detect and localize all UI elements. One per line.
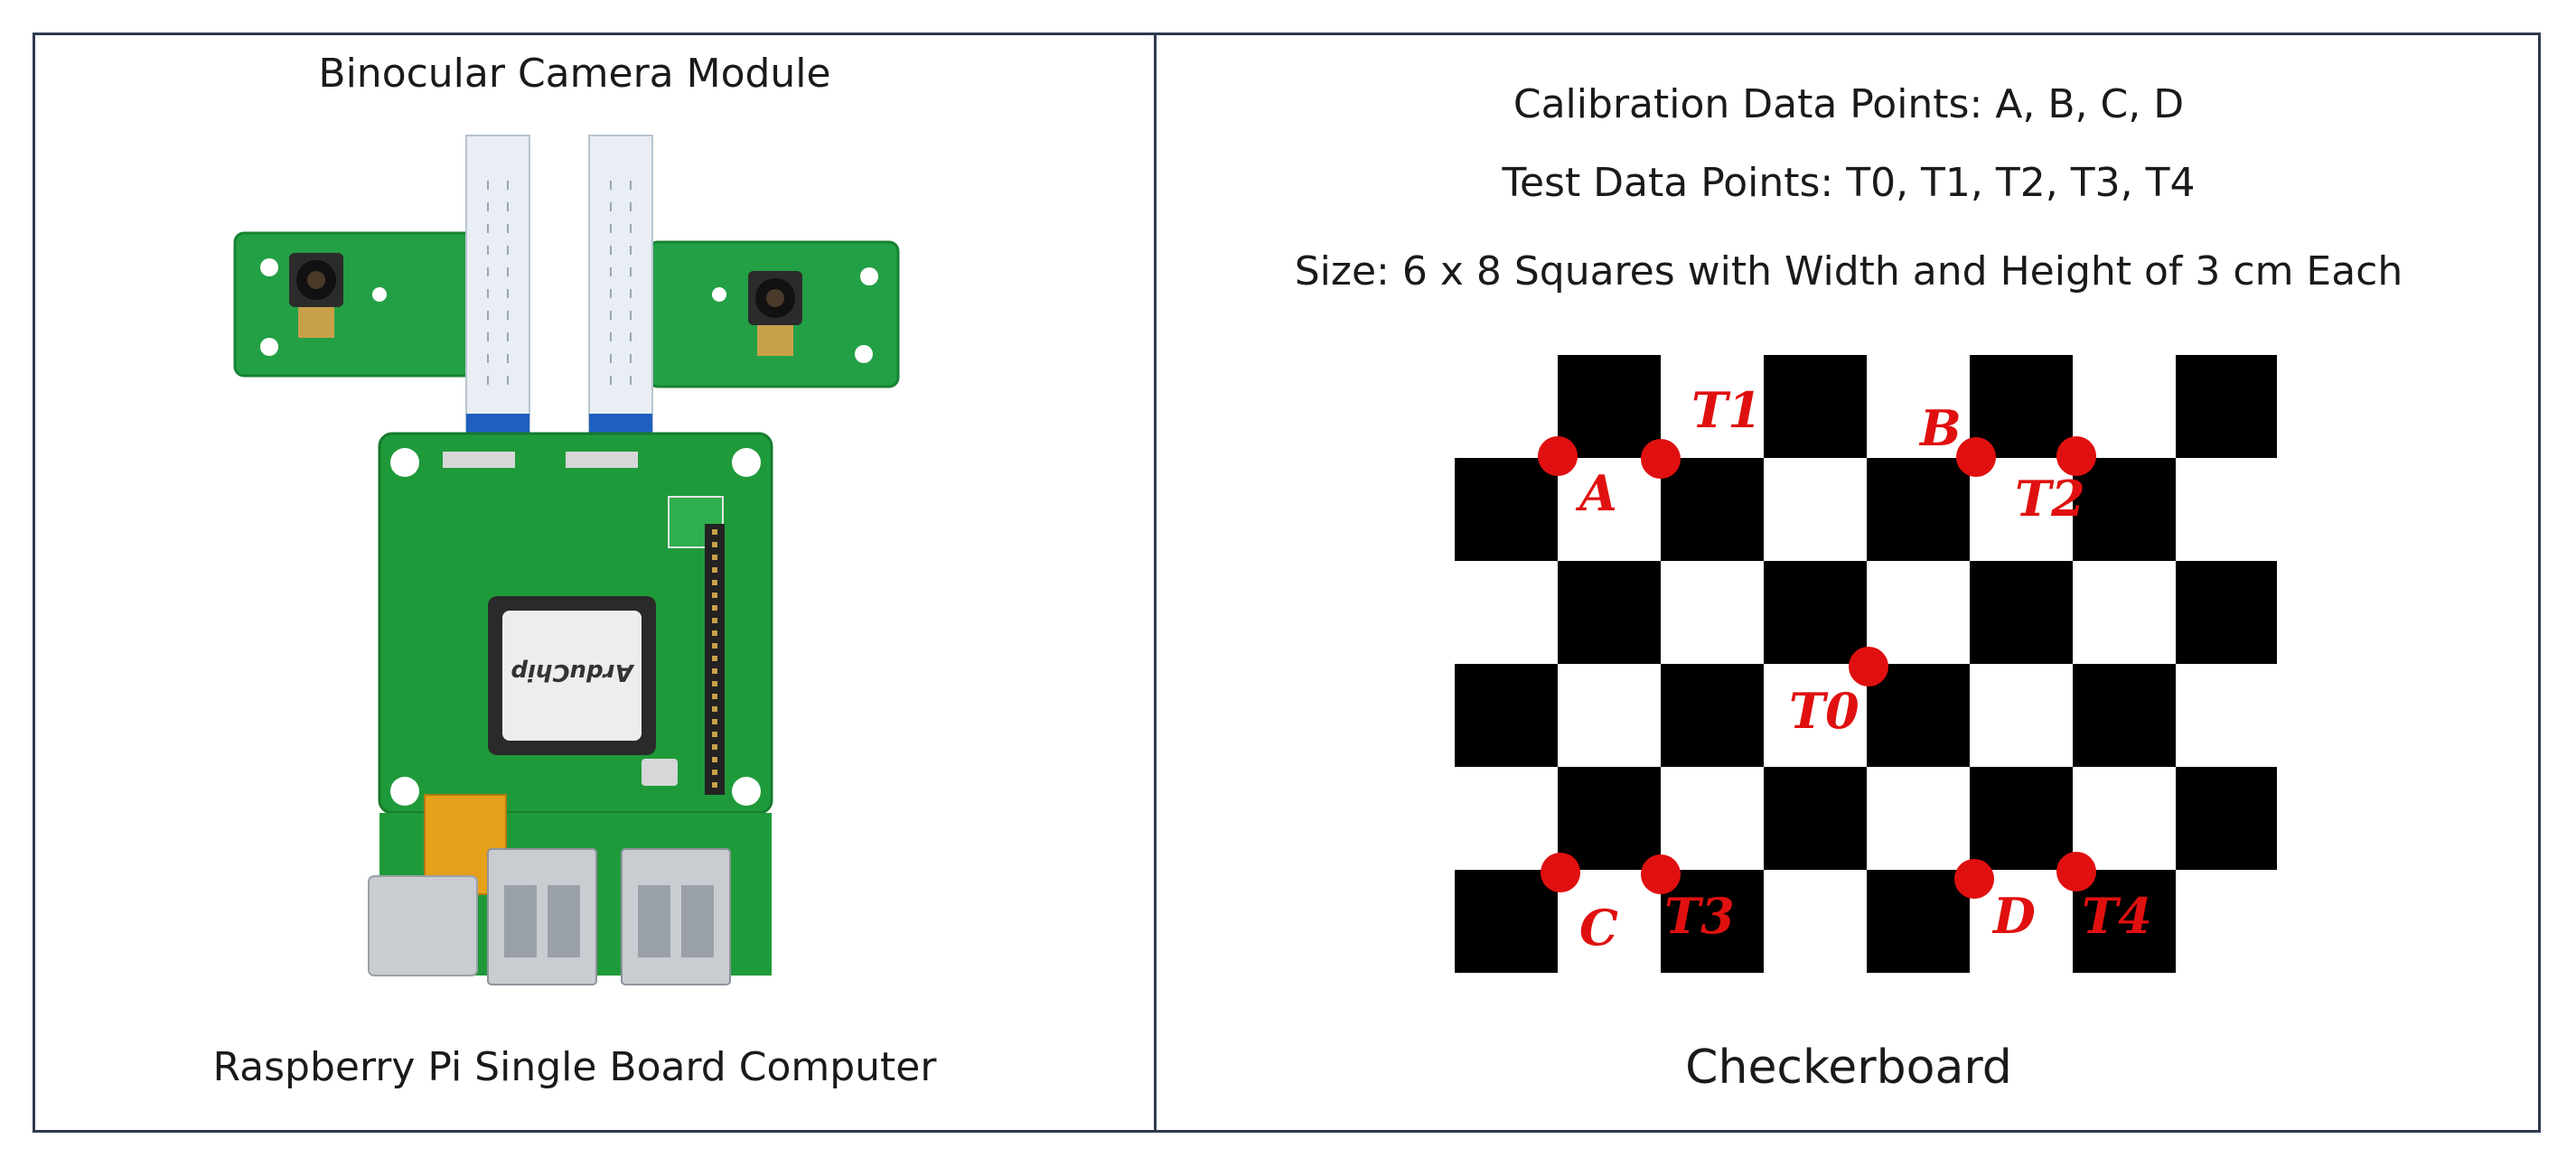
checker-square xyxy=(1455,458,1558,561)
checker-square xyxy=(1970,767,2073,870)
calibration-points-line: Calibration Data Points: A, B, C, D xyxy=(1513,81,2185,127)
ribbon-cable-right xyxy=(588,135,653,434)
checker-square xyxy=(1558,355,1661,458)
point-T0-marker xyxy=(1849,647,1888,686)
checker-square xyxy=(1764,355,1867,458)
checker-square xyxy=(1867,870,1970,973)
point-T3-label: T3 xyxy=(1664,887,1735,945)
checker-square xyxy=(1764,767,1867,870)
checker-square xyxy=(1661,664,1764,767)
point-D-marker xyxy=(1954,859,1994,899)
point-A-label: A xyxy=(1575,464,1617,522)
point-T2-marker xyxy=(2056,436,2096,476)
point-T0-label: T0 xyxy=(1789,682,1859,740)
ribbon-cable-left xyxy=(465,135,530,434)
checker-square xyxy=(1867,664,1970,767)
checker-square xyxy=(1558,561,1661,664)
checker-square xyxy=(2073,870,2176,973)
point-T1-label: T1 xyxy=(1691,381,1762,439)
point-T4-marker xyxy=(2056,852,2096,892)
checker-square xyxy=(1558,767,1661,870)
checker-square xyxy=(2176,355,2277,458)
point-B-marker xyxy=(1956,437,1996,477)
point-C-label: C xyxy=(1579,899,1618,957)
checker-square xyxy=(2073,458,2176,561)
checkerboard: A T1 B T2 T0 C T3 D T4 xyxy=(1455,355,2277,973)
checker-square xyxy=(1867,458,1970,561)
checker-square xyxy=(1764,561,1867,664)
checker-square xyxy=(1455,664,1558,767)
point-D-label: D xyxy=(1991,887,2036,945)
checker-square xyxy=(2176,767,2277,870)
point-T1-marker xyxy=(1641,439,1681,479)
point-A-marker xyxy=(1538,436,1578,476)
raspberry-pi-caption: Raspberry Pi Single Board Computer xyxy=(212,1044,937,1090)
point-T2-label: T2 xyxy=(2015,470,2085,527)
checkerboard-caption: Checkerboard xyxy=(1685,1041,2012,1095)
raspberry-pi-base xyxy=(368,759,772,985)
checker-square xyxy=(2176,561,2277,664)
checker-square xyxy=(1970,561,2073,664)
checker-square xyxy=(1455,870,1558,973)
figure-frame xyxy=(33,33,2541,1133)
hardware-illustration: ArduChip xyxy=(233,135,900,985)
point-C-marker xyxy=(1541,853,1580,892)
camera-board-left xyxy=(233,231,479,378)
checker-square xyxy=(1661,458,1764,561)
camera-lens-left-icon xyxy=(289,253,343,338)
board-size-line: Size: 6 x 8 Squares with Width and Heigh… xyxy=(1294,248,2403,294)
checker-square xyxy=(2073,664,2176,767)
arduchip-processor: ArduChip xyxy=(488,596,656,755)
checkerboard-squares xyxy=(1455,355,2277,973)
point-B-label: B xyxy=(1918,399,1962,457)
camera-lens-right-icon xyxy=(748,271,802,356)
chip-label: ArduChip xyxy=(511,658,634,686)
checker-square xyxy=(1661,870,1764,973)
point-T4-label: T4 xyxy=(2082,887,2152,945)
test-points-line: Test Data Points: T0, T1, T2, T3, T4 xyxy=(1502,160,2196,206)
camera-module-title: Binocular Camera Module xyxy=(318,51,831,97)
panel-divider xyxy=(1154,33,1157,1133)
point-T3-marker xyxy=(1641,854,1681,894)
